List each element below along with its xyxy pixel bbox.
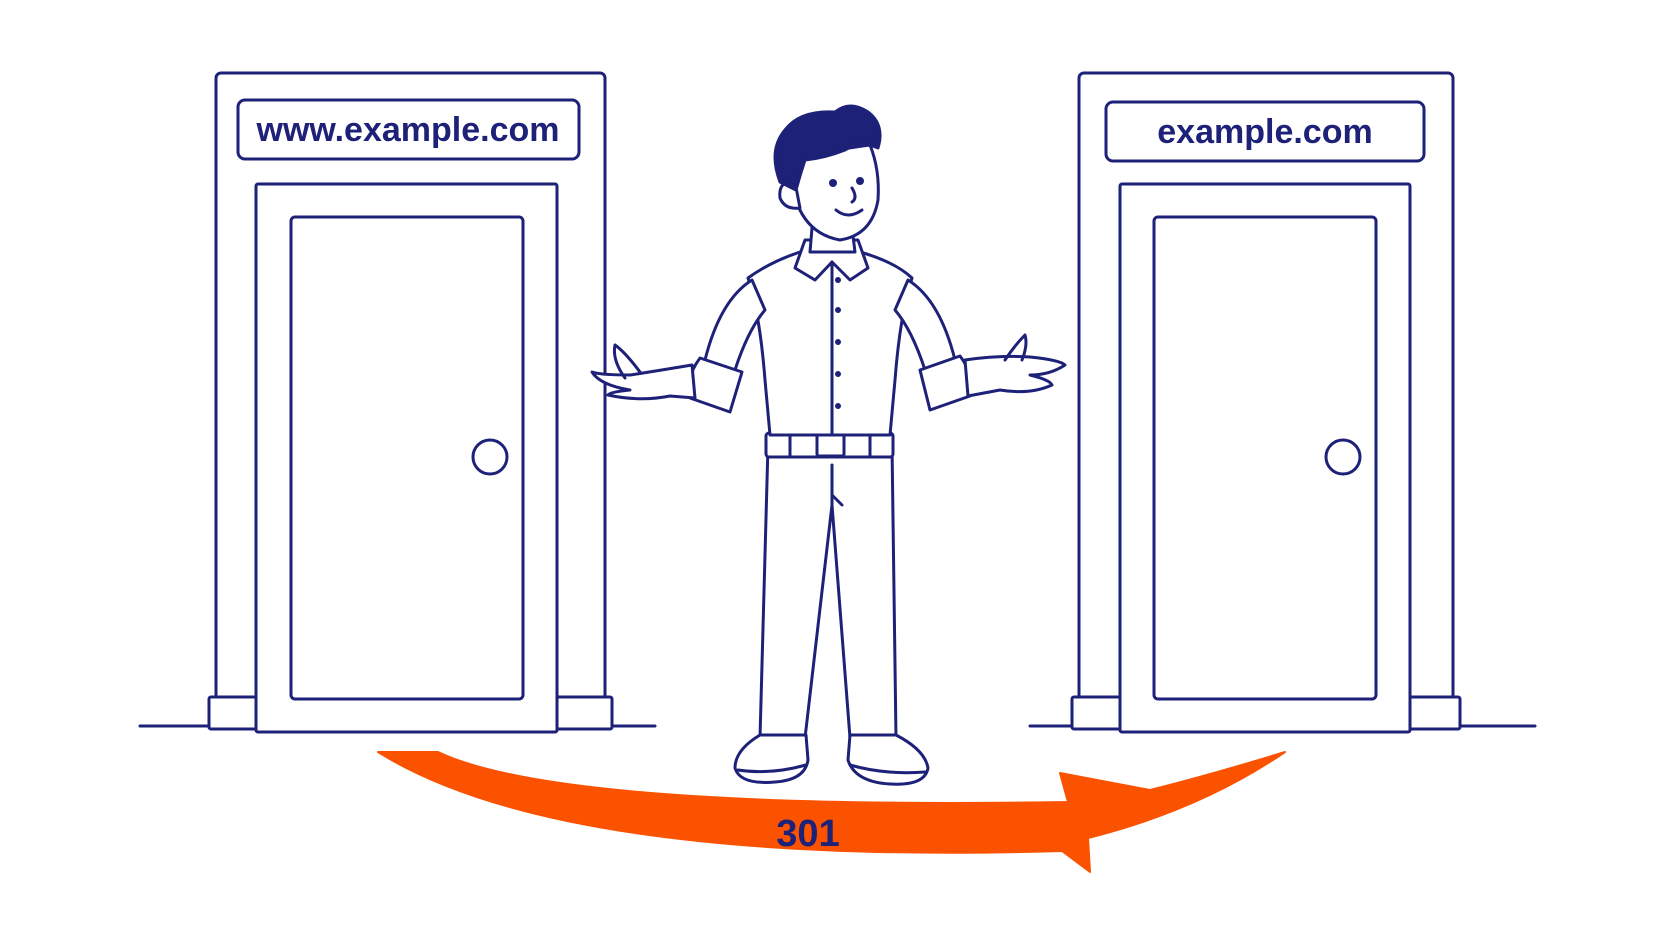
target-door-sign: [1104, 100, 1426, 163]
person-left-eye: [829, 179, 837, 187]
shirt-buttons: [835, 277, 841, 409]
source-door-label: www.example.com: [256, 111, 560, 149]
target-door: example.com: [1070, 71, 1462, 734]
left-shoe-icon: [733, 733, 810, 784]
person-right-arm: [893, 278, 957, 372]
redirect-arrow-icon: [377, 751, 1286, 873]
person-left-arm: [703, 278, 767, 372]
left-hand-icon: [590, 363, 697, 401]
person-right-eye: [856, 177, 864, 185]
person-shirt: [746, 250, 914, 437]
redirect-code-label: 301: [776, 813, 839, 855]
target-door-knob-icon: [1324, 438, 1362, 476]
person: [590, 104, 1067, 786]
target-door-label: example.com: [1157, 113, 1372, 151]
right-hand-icon: [963, 354, 1067, 398]
right-shoe-icon: [846, 733, 930, 786]
source-door-sign: [236, 98, 581, 161]
person-pants: [758, 443, 898, 740]
redirect-arrow: 301: [377, 751, 1286, 873]
source-door: www.example.com: [207, 71, 614, 734]
person-hair: [773, 104, 882, 192]
source-door-knob-icon: [471, 438, 509, 476]
